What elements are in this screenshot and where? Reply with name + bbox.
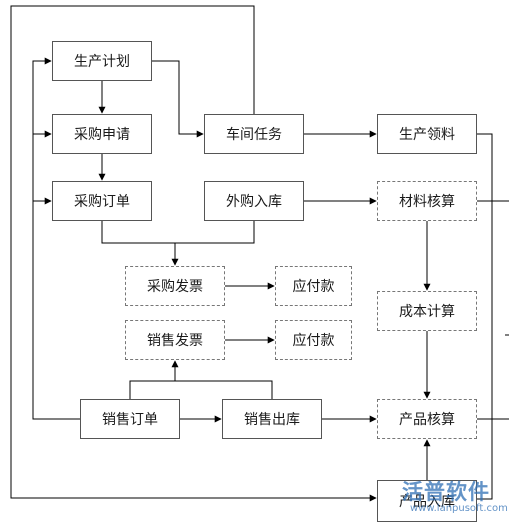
node-purchase-order: 采购订单 bbox=[52, 181, 152, 221]
watermark: 活普软件 www.lanpusoft.com bbox=[402, 481, 508, 515]
watermark-url: www.lanpusoft.com bbox=[410, 503, 508, 514]
edge-sales-merge bbox=[129, 380, 273, 399]
node-payable-1: 应付款 bbox=[275, 266, 352, 306]
node-workshop-task: 车间任务 bbox=[204, 114, 304, 154]
node-sales-outbound: 销售出库 bbox=[222, 399, 322, 439]
edge-xsorder-left bbox=[32, 57, 80, 420]
node-sales-order: 销售订单 bbox=[80, 399, 180, 439]
node-production-plan: 生产计划 bbox=[52, 41, 152, 81]
node-production-picking: 生产领料 bbox=[377, 114, 477, 154]
node-material-accounting: 材料核算 bbox=[377, 181, 477, 221]
edge-pick-right bbox=[477, 133, 493, 500]
node-sales-invoice: 销售发票 bbox=[125, 320, 225, 360]
node-payable-2: 应付款 bbox=[275, 320, 352, 360]
edge-outer-loop bbox=[10, 5, 377, 502]
edge-order-wgin-merge bbox=[101, 221, 255, 244]
node-purchase-request: 采购申请 bbox=[52, 114, 152, 154]
node-cost-calculation: 成本计算 bbox=[377, 291, 477, 331]
watermark-brand: 活普软件 bbox=[402, 480, 490, 504]
node-purchase-inbound: 外购入库 bbox=[204, 181, 304, 221]
node-purchase-invoice: 采购发票 bbox=[125, 266, 225, 306]
edge-plan-to-task bbox=[152, 60, 204, 138]
node-product-inbound: 产品入库 bbox=[377, 480, 477, 522]
node-product-accounting: 产品核算 bbox=[377, 399, 477, 439]
